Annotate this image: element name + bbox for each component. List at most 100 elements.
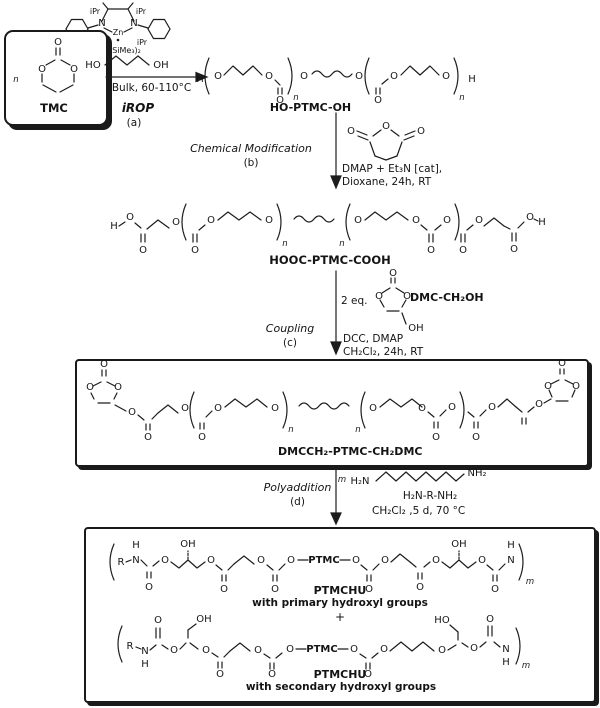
atom-o: O xyxy=(70,64,78,75)
atom-o: O xyxy=(216,669,224,680)
atom-o: O xyxy=(486,614,494,625)
ptmchu-primary-structure: R H N O O OH O O O O O PTMC O O O O O OH… xyxy=(109,539,534,595)
atom-o: O xyxy=(170,645,178,656)
atom-o: O xyxy=(535,399,543,410)
repeat-n: n xyxy=(282,239,287,249)
atom-n: N xyxy=(132,555,139,566)
atom-o: O xyxy=(347,126,355,137)
hooc-ptmc-cooh-structure: H O O O O O O n n O O O O O O O O H xyxy=(110,203,546,256)
repeat-n: n xyxy=(293,93,298,103)
reagent-oh: OH xyxy=(408,323,423,334)
arrow-c-down xyxy=(330,270,342,356)
ipr-label: iPr xyxy=(136,7,147,16)
atom-o: O xyxy=(352,555,360,566)
atom-o: O xyxy=(100,359,108,370)
atom-o: O xyxy=(448,402,456,413)
atom-o: O xyxy=(442,71,450,82)
atom-o: O xyxy=(427,245,435,256)
atom-o: O xyxy=(350,644,358,655)
repeat-n: n xyxy=(288,425,293,435)
hydroxyl-ho: HO xyxy=(434,615,450,626)
atom-o: O xyxy=(276,95,284,106)
product-4a-name: PTMCHU xyxy=(313,584,367,597)
ptmchu-product-box xyxy=(84,527,596,703)
succinic-anhydride-structure: O O O xyxy=(347,121,425,161)
atom-o: O xyxy=(418,403,426,414)
atom-o: O xyxy=(181,403,189,414)
step-d-name: Polyaddition xyxy=(263,481,332,494)
amine-nh2: NH₂ xyxy=(467,468,486,479)
atom-o: O xyxy=(374,95,382,106)
atom-o: O xyxy=(369,403,377,414)
diamine-structure: m H₂N NH₂ xyxy=(338,468,487,487)
atom-o: O xyxy=(354,215,362,226)
atom-o: O xyxy=(459,245,467,256)
atom-o: O xyxy=(202,645,210,656)
atom-o: O xyxy=(380,644,388,655)
atom-zn: Zn xyxy=(113,28,124,37)
hydroxyl-oh: OH xyxy=(451,539,466,550)
atom-h: H xyxy=(538,217,546,228)
step-b-name: Chemical Modification xyxy=(190,142,312,155)
atom-o: O xyxy=(271,403,279,414)
atom-o: O xyxy=(207,215,215,226)
atom-n: N xyxy=(502,644,509,655)
ho-ptmc-oh-structure: H O O O n O O O O O n H xyxy=(196,57,476,106)
atom-o: O xyxy=(375,291,383,302)
propanediol-structure: HO OH xyxy=(85,55,169,71)
step-d-tag: (d) xyxy=(290,496,305,508)
step-a-conditions: Bulk, 60-110°C xyxy=(111,82,192,94)
atom-o: O xyxy=(128,407,136,418)
product-3-label: DMCCH₂-PTMC-CH₂DMC xyxy=(278,445,423,458)
atom-o: O xyxy=(390,71,398,82)
product-1-label: HO-PTMC-OH xyxy=(269,101,352,114)
ptmc-block: PTMC xyxy=(306,644,337,655)
atom-o: O xyxy=(417,126,425,137)
dmc-ptmc-dmc-structure: O O O O O O O O O n n O O O O O O O O O … xyxy=(86,358,580,443)
repeat-n: n xyxy=(459,93,464,103)
atom-o: O xyxy=(488,402,496,413)
atom-h: H xyxy=(132,540,140,551)
step-a-tag: (a) xyxy=(126,117,142,129)
bonds xyxy=(90,368,576,431)
step-b-conditions: DMAP + Et₃N [cat], Dioxane, 24h, RT xyxy=(342,163,442,189)
atom-n: N xyxy=(507,555,514,566)
atom-o: O xyxy=(214,403,222,414)
atom-o: O xyxy=(558,358,566,369)
atom-h: H xyxy=(502,657,510,668)
atom-o: O xyxy=(544,381,552,392)
atom-o: O xyxy=(86,382,94,393)
atom-h: H xyxy=(507,540,515,551)
atom-o: O xyxy=(161,555,169,566)
atom-o: O xyxy=(198,432,206,443)
atom-h: H xyxy=(110,221,118,232)
tmc-label: TMC xyxy=(40,101,68,115)
atom-o: O xyxy=(472,432,480,443)
product-4b-description: with secondary hydroxyl groups xyxy=(245,681,437,693)
step-b-tag: (b) xyxy=(243,157,259,169)
atom-o: O xyxy=(154,615,162,626)
step-b-cond-line2: Dioxane, 24h, RT xyxy=(342,176,432,188)
bonds xyxy=(379,277,407,325)
atom-o: O xyxy=(432,432,440,443)
step-b-cond-line1: DMAP + Et₃N [cat], xyxy=(342,163,443,175)
atom-o: O xyxy=(214,71,222,82)
atom-o: O xyxy=(287,555,295,566)
atom-o: O xyxy=(572,381,580,392)
atom-o: O xyxy=(38,64,46,75)
atom-o: O xyxy=(144,432,152,443)
atom-o: O xyxy=(382,121,390,132)
atom-h: H xyxy=(141,659,149,670)
atom-n: N xyxy=(98,18,105,29)
repeat-m: m xyxy=(522,661,530,671)
atom-o: O xyxy=(254,645,262,656)
atom-n: N xyxy=(130,18,137,29)
step-c-reagent-label: DMC-CH₂OH xyxy=(410,291,484,304)
atom-o: O xyxy=(381,555,389,566)
arrow-a-right xyxy=(105,71,209,83)
atom-o: O xyxy=(207,555,215,566)
bonds xyxy=(117,623,521,670)
step-c-name: Coupling xyxy=(265,322,315,335)
bonds xyxy=(104,55,150,66)
